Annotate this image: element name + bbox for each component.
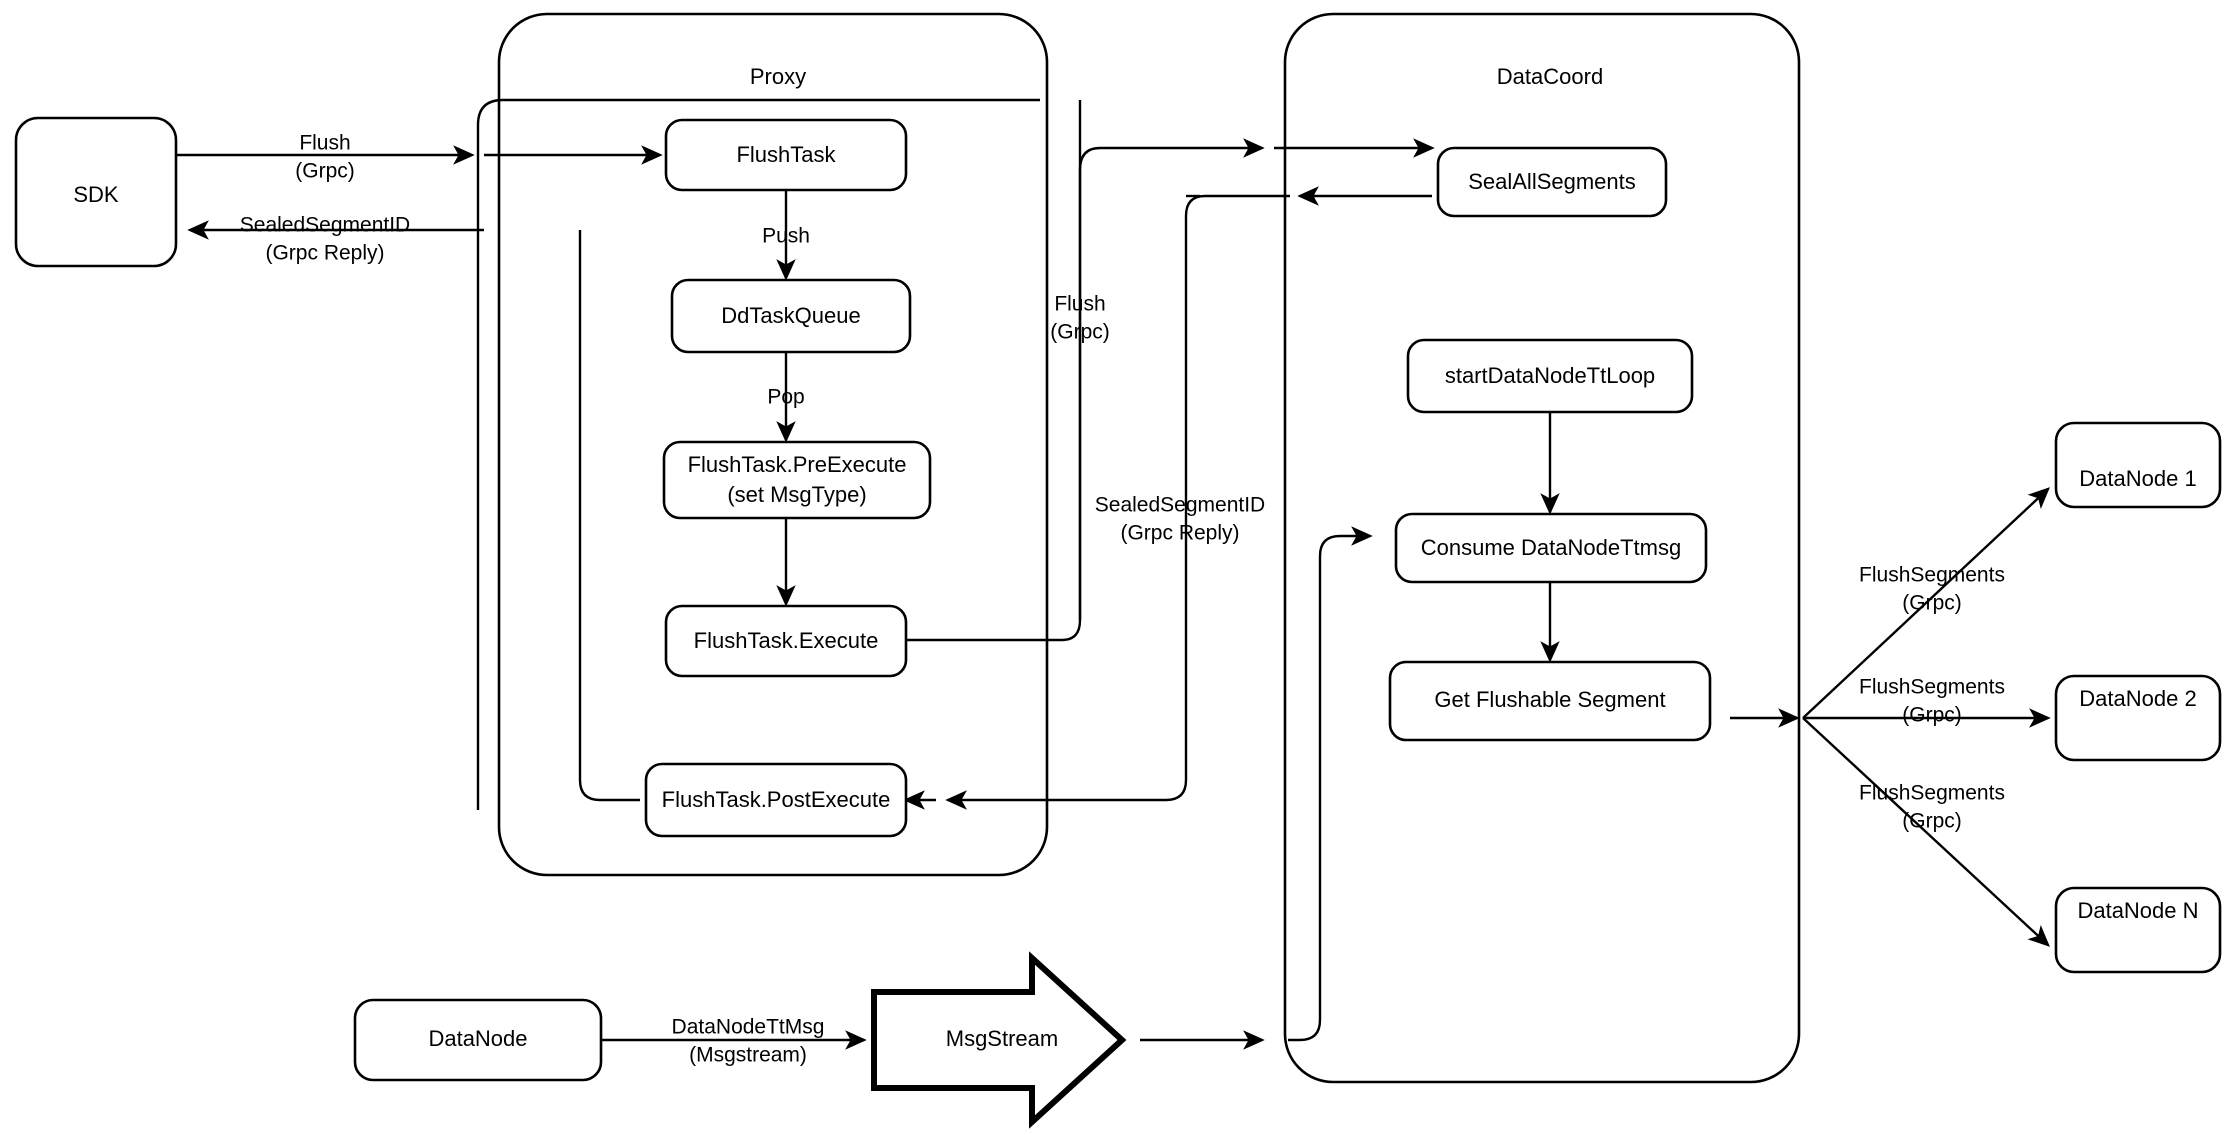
node-seal-all-segments[interactable]: SealAllSegments	[1436, 146, 1668, 218]
edge-junction-to-datanode1	[1802, 487, 2050, 719]
edge-label-proxy-coord-flush-line1: Flush	[1054, 293, 1105, 316]
node-pre-execute[interactable]: FlushTask.PreExecute (set MsgType)	[662, 440, 932, 520]
edge-label-push: Push	[762, 225, 810, 248]
node-datanode-1[interactable]: DataNode 1	[2054, 421, 2222, 509]
edge-label-coord-proxy-sealedsegid-line2: (Grpc Reply)	[1120, 522, 1239, 545]
datacoord-container-label: DataCoord	[1497, 64, 1603, 89]
edge-label-flush-grpc-line2: (Grpc)	[295, 160, 355, 183]
edge-label-flushsegments-n-line1: FlushSegments	[1859, 782, 2005, 805]
node-flush-task-box	[664, 118, 908, 192]
edge-label-proxy-coord-flush-line2: (Grpc)	[1050, 321, 1110, 344]
datacoord-container[interactable]: DataCoord	[1283, 12, 1801, 1084]
edge-label-sealedsegid-line1: SealedSegmentID	[240, 214, 410, 237]
edge-label-datanode-ttmsg-line1: DataNodeTtMsg	[672, 1016, 825, 1039]
edge-label-coord-proxy-sealedsegid-line1: SealedSegmentID	[1095, 494, 1265, 517]
node-sdk-label: SDK	[73, 182, 119, 207]
edge-junction-to-datanoden	[1802, 717, 2050, 947]
node-pre-execute-label-line2: (set MsgType)	[727, 482, 866, 507]
node-msgstream-label: MsgStream	[946, 1026, 1058, 1051]
node-get-flushable-segment[interactable]: Get Flushable Segment	[1388, 660, 1712, 742]
node-start-datanode-tt-loop[interactable]: startDataNodeTtLoop	[1406, 338, 1694, 414]
edge-execute-to-datacoord	[906, 138, 1265, 642]
node-dd-task-queue-label: DdTaskQueue	[721, 303, 860, 328]
node-datanode-2-label: DataNode 2	[2079, 686, 2196, 711]
proxy-container-label: Proxy	[750, 64, 806, 89]
edge-label-sealedsegid-line2: (Grpc Reply)	[265, 242, 384, 265]
node-datanode-2-box	[2054, 674, 2222, 762]
node-dd-task-queue[interactable]: DdTaskQueue	[670, 278, 912, 354]
node-datanode-n[interactable]: DataNode N	[2054, 886, 2222, 974]
node-consume-datanode-ttmsg[interactable]: Consume DataNodeTtmsg	[1394, 512, 1708, 584]
node-flush-task[interactable]: FlushTask	[664, 118, 908, 192]
node-sdk[interactable]: SDK	[14, 116, 178, 268]
proxy-container[interactable]: Proxy	[497, 12, 1049, 877]
node-datanode-2[interactable]: DataNode 2	[2054, 674, 2222, 762]
edge-proxy-left-trunk-top	[476, 98, 1040, 230]
node-execute[interactable]: FlushTask.Execute	[664, 604, 908, 678]
node-pre-execute-label-line1: FlushTask.PreExecute	[688, 452, 907, 477]
node-post-execute-label: FlushTask.PostExecute	[662, 787, 891, 812]
node-get-flushable-segment-label: Get Flushable Segment	[1434, 687, 1665, 712]
node-execute-label: FlushTask.Execute	[694, 628, 879, 653]
node-datanode-source-box	[353, 998, 603, 1082]
node-execute-box	[664, 604, 908, 678]
node-datanode-1-label: DataNode 1	[2079, 466, 2196, 491]
node-consume-datanode-ttmsg-box	[1394, 512, 1708, 584]
datacoord-container-box	[1283, 12, 1801, 1084]
edge-label-flushsegments-1-line2: (Grpc)	[1902, 592, 1962, 615]
proxy-container-box	[497, 12, 1049, 877]
node-datanode-source-label: DataNode	[428, 1026, 527, 1051]
edge-postexecute-to-sdk-reply	[578, 230, 640, 802]
node-datanode-n-label: DataNode N	[2077, 898, 2198, 923]
edge-label-datanode-ttmsg-line2: (Msgstream)	[689, 1044, 807, 1067]
node-seal-all-segments-label: SealAllSegments	[1468, 169, 1636, 194]
node-dd-task-queue-box	[670, 278, 912, 354]
edge-datacoord-reply-to-postexecute	[945, 194, 1290, 810]
node-get-flushable-segment-box	[1388, 660, 1712, 742]
node-start-datanode-tt-loop-box	[1406, 338, 1694, 414]
node-pre-execute-box	[662, 440, 932, 520]
edge-label-flushsegments-2-line2: (Grpc)	[1902, 704, 1962, 727]
node-msgstream[interactable]: MsgStream	[871, 951, 1127, 1129]
edge-label-flush-grpc-line1: Flush	[299, 132, 350, 155]
edge-label-flushsegments-n-line2: (Grpc)	[1902, 810, 1962, 833]
edge-label-pop: Pop	[767, 386, 804, 409]
node-datanode-1-box	[2054, 421, 2222, 509]
node-post-execute-box	[644, 762, 908, 838]
node-consume-datanode-ttmsg-label: Consume DataNodeTtmsg	[1421, 535, 1681, 560]
node-sdk-box	[14, 116, 178, 268]
node-datanode-n-box	[2054, 886, 2222, 974]
node-start-datanode-tt-loop-label: startDataNodeTtLoop	[1445, 363, 1655, 388]
node-datanode-source[interactable]: DataNode	[353, 998, 603, 1082]
node-flush-task-label: FlushTask	[736, 142, 836, 167]
node-post-execute[interactable]: FlushTask.PostExecute	[644, 762, 908, 838]
node-msgstream-arrow-shape	[871, 951, 1127, 1129]
edge-label-flushsegments-2-line1: FlushSegments	[1859, 676, 2005, 699]
node-seal-all-segments-box	[1436, 146, 1668, 218]
edge-label-flushsegments-1-line1: FlushSegments	[1859, 564, 2005, 587]
edge-datacoord-bottom-to-consume	[1288, 526, 1373, 1042]
